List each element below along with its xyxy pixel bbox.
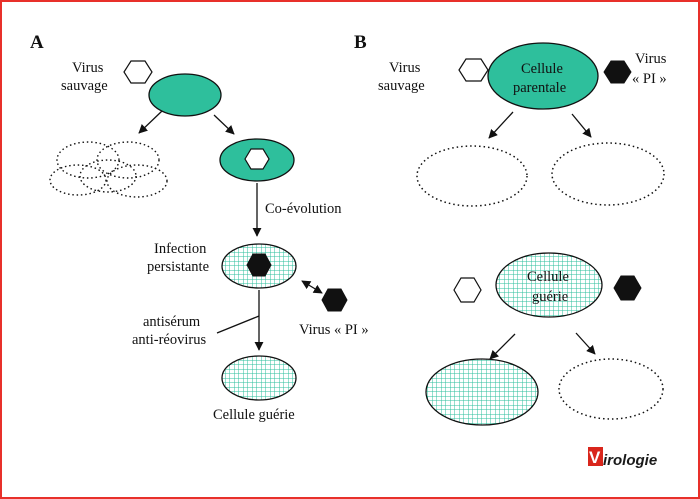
panel-b-virus-pi-label-line1: Virus	[635, 51, 667, 67]
panel-b-wild-virus-2-hexagon-icon	[453, 277, 482, 303]
antiserum-label-line2: anti-réovirus	[132, 332, 206, 348]
coevolution-label: Co-évolution	[265, 201, 342, 217]
panel-b-letter: B	[354, 32, 367, 53]
cured-cell-a	[221, 355, 297, 401]
panel-b-virus-label-line2: sauvage	[378, 78, 425, 94]
arrow-cured-right	[575, 332, 596, 355]
cured-cell-b-label-line2: guérie	[532, 289, 568, 305]
lysed-cell-b-left	[416, 145, 528, 207]
arrow-parental-left	[488, 111, 514, 139]
persistent-virus-hexagon-icon	[246, 253, 272, 277]
persistent-infection-label-line2: persistante	[147, 259, 209, 275]
panel-a-virus-label-line1: Virus	[72, 60, 104, 76]
infected-cell-virus-hexagon-icon	[244, 148, 270, 170]
panel-b-pi-virus-2-hexagon-icon	[613, 275, 642, 301]
virus-pi-hexagon-icon	[321, 288, 348, 312]
virus-pi-label: Virus « PI »	[299, 322, 369, 338]
panel-a-letter: A	[30, 32, 44, 53]
initial-cell	[148, 73, 222, 117]
persistent-infection-label-line1: Infection	[154, 241, 207, 257]
wild-virus-hexagon-icon	[123, 60, 153, 84]
panel-b-wild-virus-hexagon-icon	[458, 58, 489, 82]
logo-letter: V	[589, 448, 601, 467]
lysed-cell-b-right	[551, 142, 665, 206]
arrow-to-infected-cell	[213, 114, 235, 135]
panel-b-virus-label-line1: Virus	[389, 60, 421, 76]
lysed-cell-b-bottom	[558, 358, 664, 420]
arrow-cured-left	[489, 333, 516, 360]
panel-a-virus-label-line2: sauvage	[61, 78, 108, 94]
arrow-parental-right	[571, 113, 592, 138]
virologie-logo: V irologie	[588, 447, 657, 469]
cured-cell-b	[495, 252, 603, 318]
lysed-cells	[49, 141, 168, 198]
arrow-to-lysed-cells	[138, 110, 163, 134]
cured-cell-b-label-line1: Cellule	[527, 269, 569, 285]
panel-b-virus-pi-label-line2: « PI »	[632, 71, 667, 87]
arrow-virus-pi-exchange	[301, 280, 323, 294]
cured-cell-label: Cellule guérie	[213, 407, 295, 423]
panel-b-pi-virus-hexagon-icon	[603, 60, 632, 84]
antiserum-label-line1: antisérum	[143, 314, 201, 330]
logo-text: irologie	[603, 452, 657, 469]
parental-cell-label-line2: parentale	[513, 80, 566, 96]
parental-cell	[487, 42, 599, 110]
infected-cell-b	[425, 358, 539, 426]
parental-cell-label-line1: Cellule	[521, 61, 563, 77]
antiserum-bracket	[216, 315, 260, 334]
